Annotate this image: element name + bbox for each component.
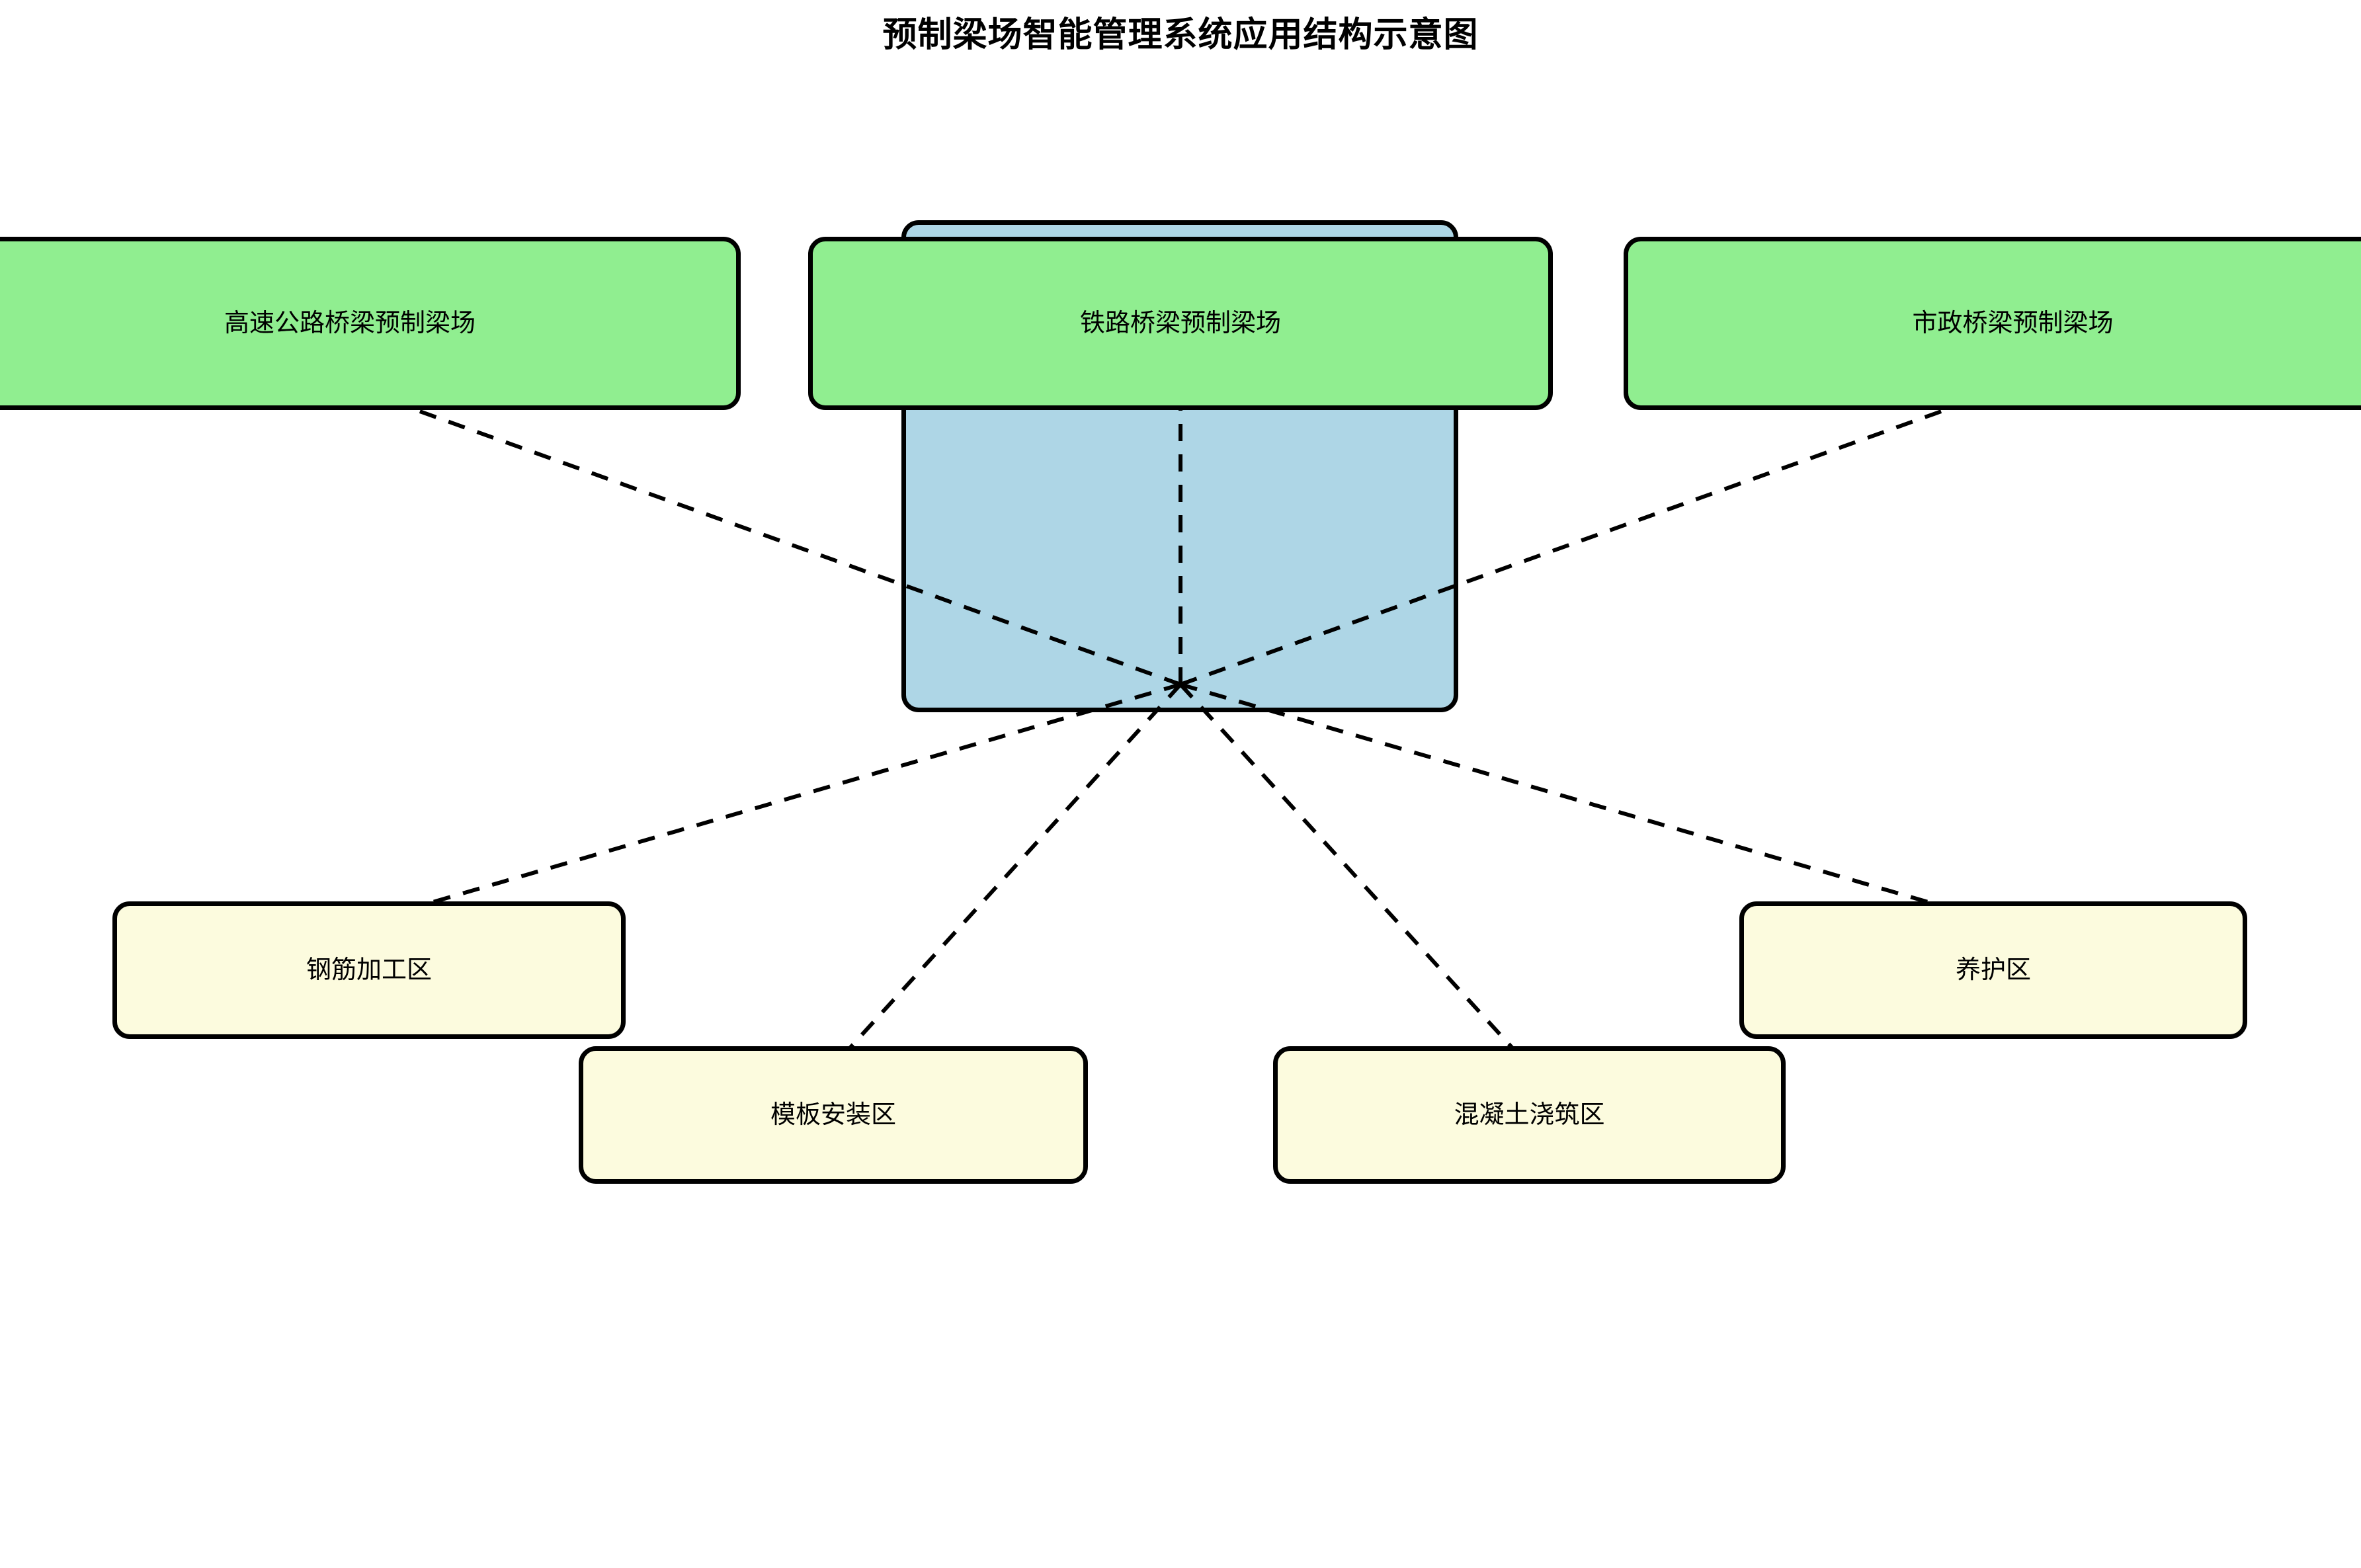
node-app-highway[interactable]: 高速公路桥梁预制梁场 [0, 237, 741, 410]
node-app-highway-label: 高速公路桥梁预制梁场 [224, 309, 476, 337]
edge-hub-to-zone-curing [1180, 682, 1995, 923]
node-zone-formwork-label: 模板安装区 [770, 1100, 896, 1129]
edge-hub-to-zone-concrete [1179, 682, 1530, 1067]
node-app-municipal[interactable]: 市政桥梁预制梁场 [1624, 237, 2361, 410]
page-title: 预制梁场智能管理系统应用结构示意图 [882, 16, 1479, 54]
node-zone-concrete-label: 混凝土浇筑区 [1454, 1100, 1605, 1129]
edge-hub-to-zone-formwork [833, 682, 1182, 1067]
node-app-railway[interactable]: 铁路桥梁预制梁场 [808, 237, 1553, 410]
node-zone-rebar[interactable]: 钢筋加工区 [112, 901, 626, 1039]
node-app-railway-label: 铁路桥梁预制梁场 [1079, 309, 1281, 337]
node-zone-rebar-label: 钢筋加工区 [306, 956, 432, 984]
node-app-municipal-label: 市政桥梁预制梁场 [1912, 309, 2114, 337]
node-zone-formwork[interactable]: 模板安装区 [579, 1046, 1088, 1184]
node-zone-curing-label: 养护区 [1955, 956, 2031, 984]
node-zone-concrete[interactable]: 混凝土浇筑区 [1273, 1046, 1786, 1184]
node-zone-curing[interactable]: 养护区 [1739, 901, 2247, 1039]
edge-hub-to-zone-rebar [366, 682, 1181, 923]
